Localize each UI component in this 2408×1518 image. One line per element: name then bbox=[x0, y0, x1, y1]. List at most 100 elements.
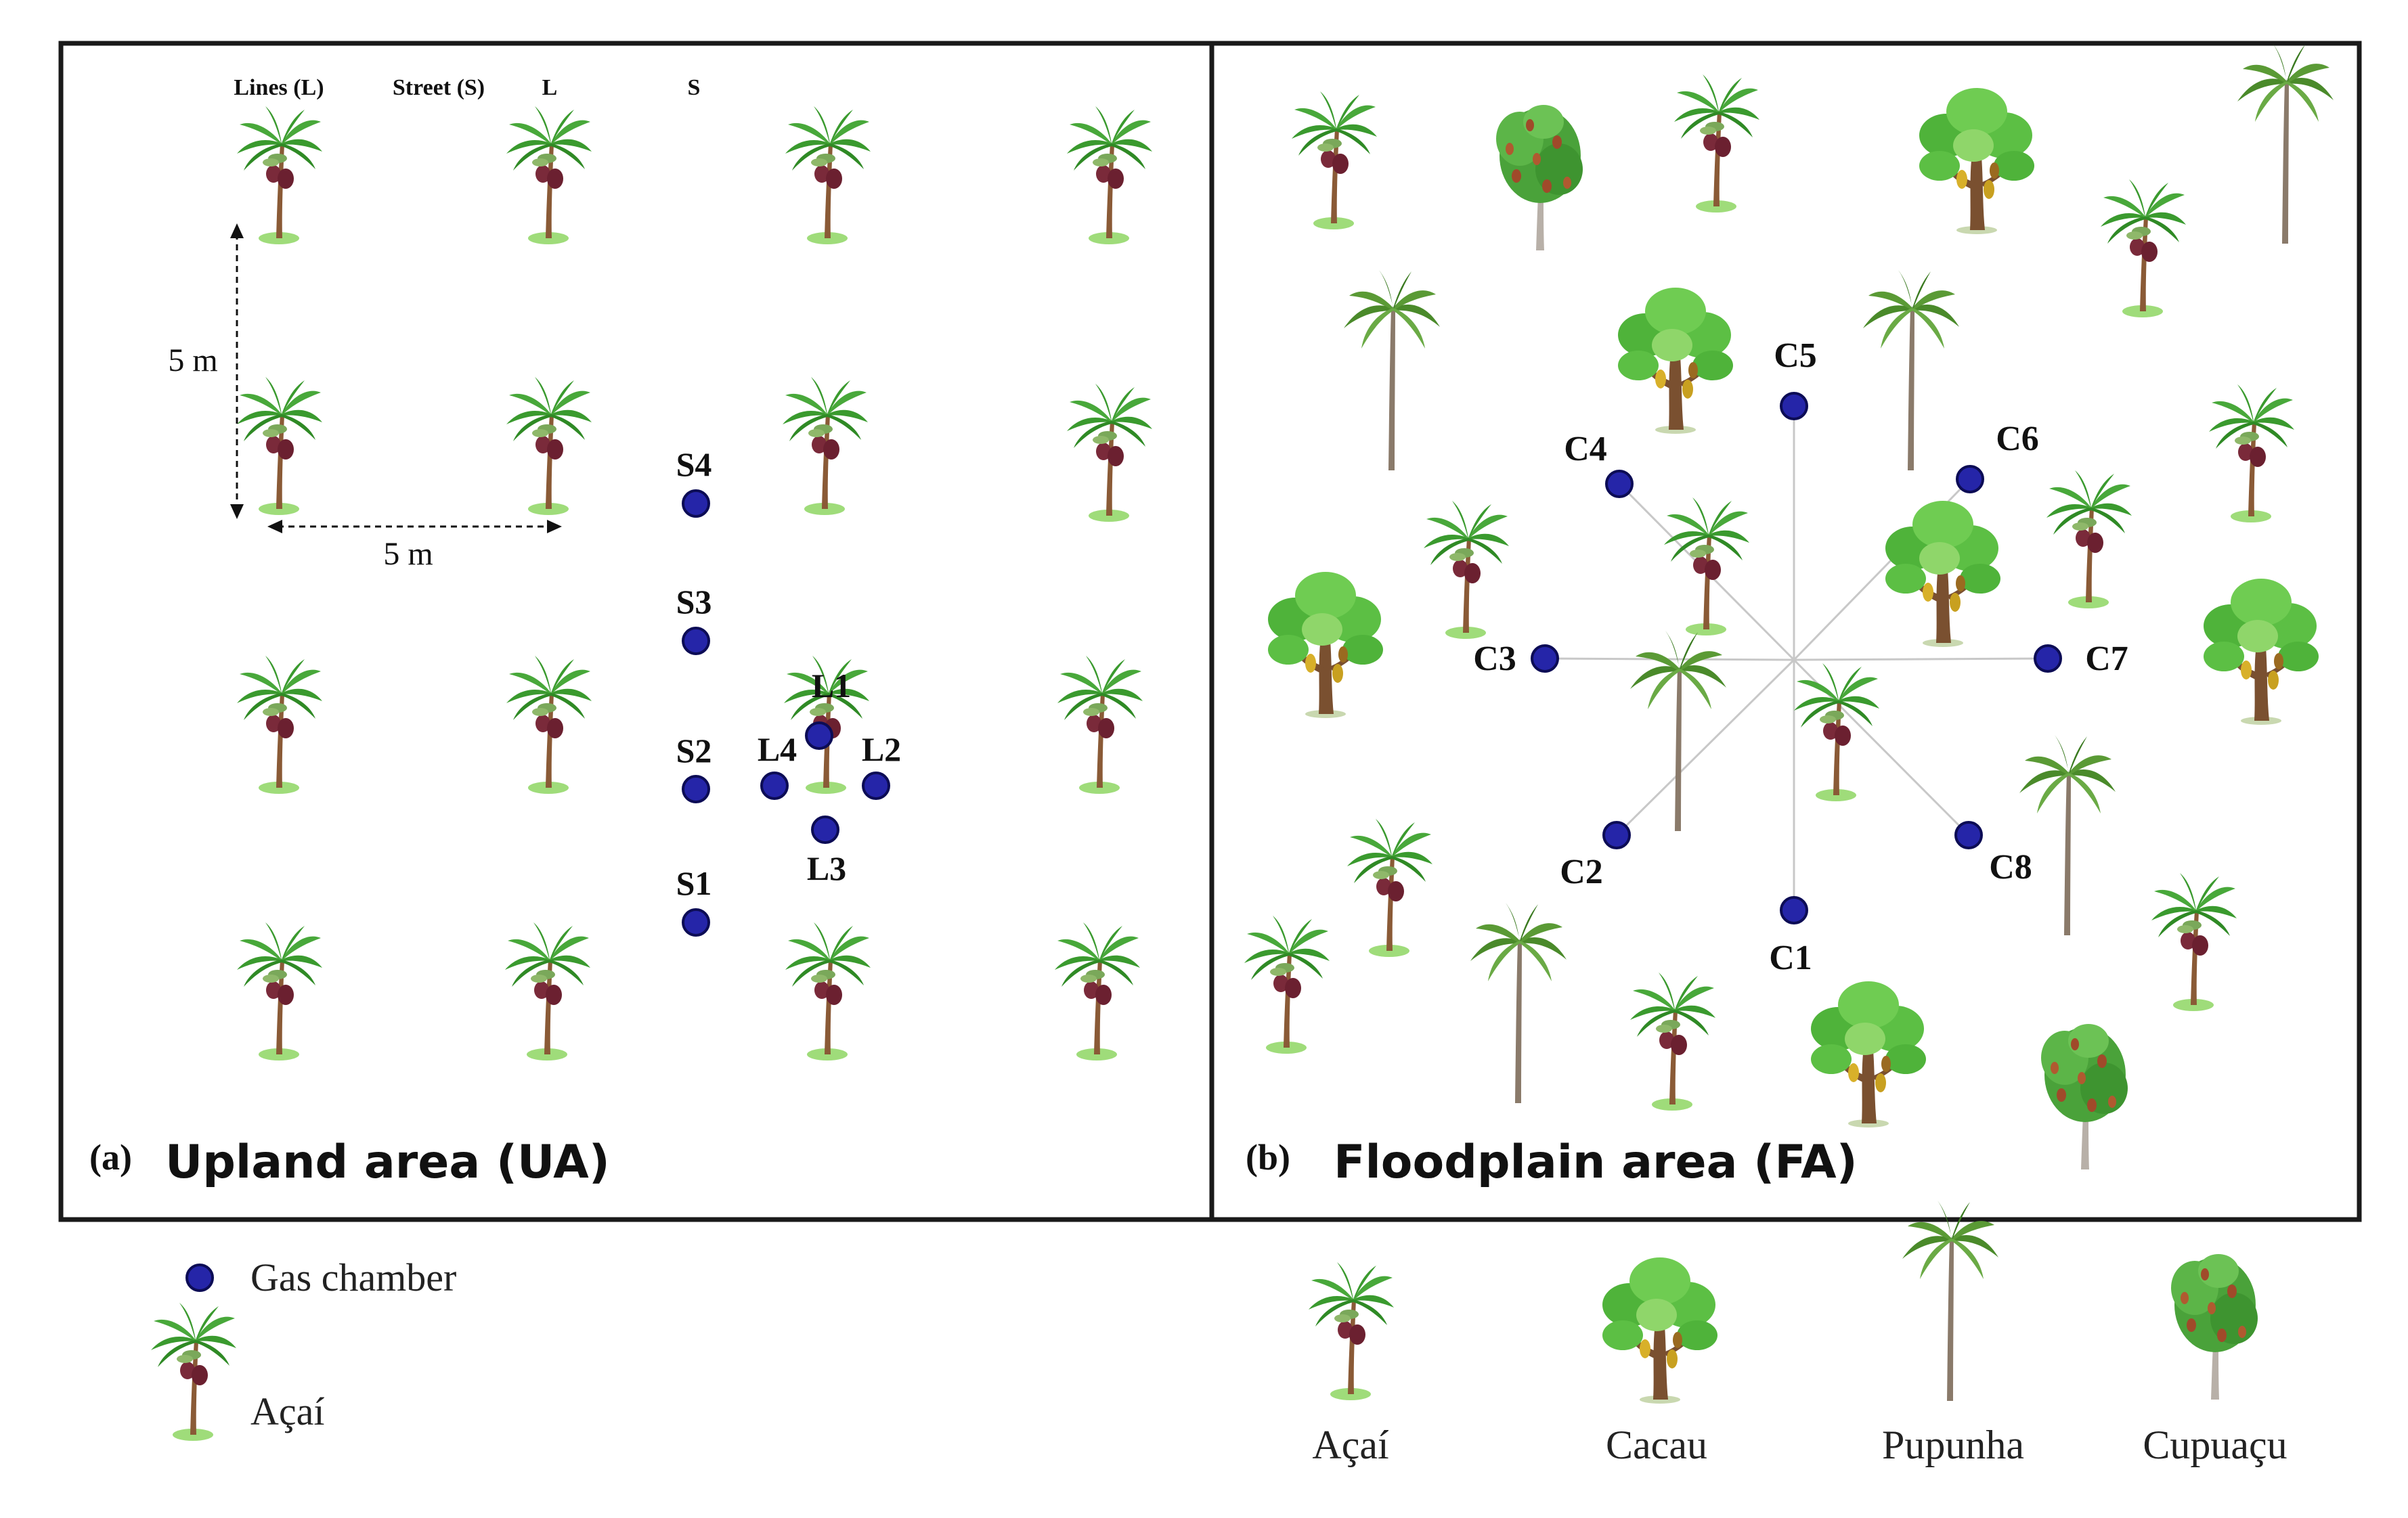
acai-palm-icon bbox=[2209, 384, 2294, 522]
scale-vertical-label: 5 m bbox=[168, 342, 217, 378]
chamber-c3: C3 bbox=[1473, 640, 1559, 678]
cacau-tree-icon bbox=[1919, 88, 2034, 234]
legend-pupunha-name: Pupunha bbox=[1882, 1423, 2024, 1467]
acai-palm-icon bbox=[2151, 873, 2237, 1011]
chamber-l4: L4 bbox=[758, 730, 797, 800]
svg-text:C1: C1 bbox=[1769, 939, 1812, 977]
svg-text:S2: S2 bbox=[676, 732, 712, 769]
chamber-s1: S1 bbox=[676, 864, 712, 937]
legend-cupuacu-name: Cupuaçu bbox=[2143, 1423, 2287, 1467]
svg-text:C8: C8 bbox=[1989, 848, 2032, 887]
header-s: S bbox=[688, 75, 701, 100]
acai-palm-icon bbox=[506, 656, 592, 794]
chamber-c4: C4 bbox=[1564, 430, 1634, 498]
panel-a-letter: (a) bbox=[89, 1137, 132, 1178]
acai-palm-icon bbox=[2101, 179, 2186, 317]
legend-right: Açaí Cacau Pupunha Cupuaçu bbox=[1309, 1201, 2287, 1467]
acai-palm-icon bbox=[151, 1303, 236, 1441]
chamber-c1: C1 bbox=[1769, 896, 1812, 977]
cupuacu-tree-icon bbox=[2171, 1254, 2258, 1400]
chamber-l3: L3 bbox=[807, 816, 846, 887]
header-lines: Lines (L) bbox=[234, 75, 324, 100]
svg-text:C6: C6 bbox=[1996, 420, 2039, 458]
chamber-c2: C2 bbox=[1560, 821, 1631, 891]
svg-text:S4: S4 bbox=[676, 445, 712, 483]
acai-palm-icon bbox=[1292, 91, 1377, 229]
svg-text:L1: L1 bbox=[812, 667, 851, 705]
chamber-c8: C8 bbox=[1954, 821, 2032, 887]
scale-horizontal-label: 5 m bbox=[383, 536, 433, 572]
acai-palm-icon bbox=[505, 922, 590, 1061]
cupuacu-tree-icon bbox=[2041, 1024, 2128, 1169]
acai-palm-icon bbox=[1630, 973, 1715, 1111]
acai-palm-icon bbox=[1664, 497, 1749, 635]
acai-palm-icon bbox=[1674, 74, 1759, 213]
acai-palm-icon bbox=[1244, 916, 1330, 1054]
panel-a-title: Upland area (UA) bbox=[165, 1136, 610, 1189]
acai-palm-icon bbox=[1424, 501, 1509, 639]
chamber-l1: L1 bbox=[805, 667, 851, 750]
pupunha-palm-icon bbox=[2237, 43, 2334, 244]
cacau-tree-icon bbox=[1618, 288, 1733, 434]
chamber-s3: S3 bbox=[676, 583, 712, 655]
svg-text:C4: C4 bbox=[1564, 430, 1607, 468]
cacau-tree-icon bbox=[2204, 579, 2319, 725]
svg-text:C5: C5 bbox=[1774, 336, 1817, 375]
chamber-c6: C6 bbox=[1956, 420, 2039, 493]
panel-b-letter: (b) bbox=[1246, 1137, 1290, 1178]
svg-text:S1: S1 bbox=[676, 864, 712, 902]
acai-palm-icon bbox=[237, 922, 322, 1061]
legend-acai-label: Açaí bbox=[250, 1389, 325, 1433]
pupunha-palm-icon bbox=[1630, 631, 1726, 831]
panel-a-frame bbox=[58, 41, 1214, 1222]
svg-text:C2: C2 bbox=[1560, 853, 1603, 891]
floodplain-trees bbox=[1244, 43, 2334, 1169]
svg-text:C3: C3 bbox=[1473, 640, 1516, 678]
acai-palm-icon bbox=[783, 377, 868, 515]
acai-palm-icon bbox=[2046, 470, 2132, 608]
legend-cacau-name: Cacau bbox=[1606, 1423, 1707, 1467]
chamber-c7: C7 bbox=[2034, 640, 2128, 678]
acai-palm-icon bbox=[237, 106, 322, 244]
chamber-s2: S2 bbox=[676, 732, 712, 803]
cacau-tree-icon bbox=[1602, 1257, 1717, 1404]
pupunha-palm-icon bbox=[1863, 270, 1959, 470]
legend-left: Gas chamber Açaí bbox=[151, 1255, 456, 1441]
acai-palm-icon bbox=[506, 377, 592, 515]
cacau-tree-icon bbox=[1811, 981, 1926, 1128]
header-l: L bbox=[542, 75, 558, 100]
legend-gas-chamber-label: Gas chamber bbox=[250, 1255, 456, 1299]
acai-palm-icon bbox=[1347, 819, 1432, 957]
pupunha-palm-icon bbox=[2019, 735, 2116, 935]
header-street: Street (S) bbox=[393, 75, 485, 100]
acai-palm-icon bbox=[237, 377, 322, 515]
cupuacu-tree-icon bbox=[1496, 105, 1583, 250]
acai-palm-icon bbox=[1067, 384, 1152, 522]
pupunha-palm-icon bbox=[1344, 270, 1440, 470]
scale-vertical bbox=[230, 223, 244, 519]
acai-palm-icon bbox=[1057, 656, 1143, 794]
acai-palm-icon bbox=[785, 922, 871, 1061]
pupunha-palm-icon bbox=[1902, 1201, 1998, 1401]
legend-acai-name: Açaí bbox=[1312, 1423, 1389, 1467]
acai-palm-icon bbox=[1055, 922, 1140, 1061]
svg-text:L2: L2 bbox=[862, 730, 901, 768]
chamber-c5: C5 bbox=[1774, 336, 1817, 420]
panel-b-frame bbox=[1209, 41, 2362, 1222]
acai-palm-icon bbox=[1309, 1262, 1394, 1400]
svg-text:C7: C7 bbox=[2085, 640, 2128, 678]
cacau-tree-icon bbox=[1885, 501, 2000, 647]
svg-text:S3: S3 bbox=[676, 583, 712, 621]
acai-palm-icon bbox=[1067, 106, 1152, 244]
pupunha-palm-icon bbox=[1470, 903, 1567, 1103]
svg-text:L3: L3 bbox=[807, 849, 846, 887]
acai-palm-icon bbox=[506, 106, 592, 244]
gas-chamber-icon bbox=[185, 1264, 214, 1292]
panel-b-title: Floodplain area (FA) bbox=[1334, 1136, 1858, 1189]
chamber-s4: S4 bbox=[676, 445, 712, 518]
chamber-l2: L2 bbox=[862, 730, 901, 800]
acai-palm-icon bbox=[237, 656, 322, 794]
svg-text:L4: L4 bbox=[758, 730, 797, 768]
cacau-tree-icon bbox=[1268, 572, 1383, 718]
